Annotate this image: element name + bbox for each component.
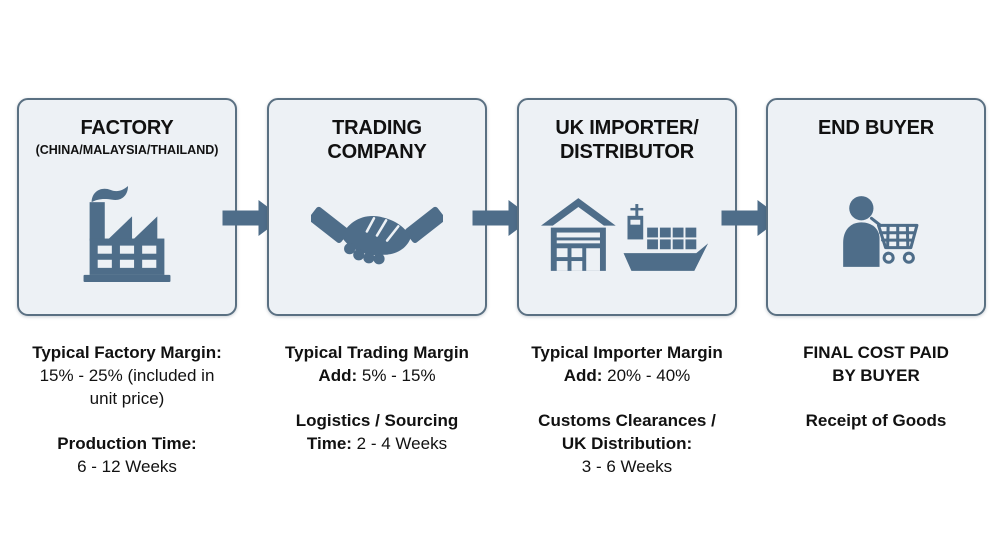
notes-end-buyer: FINAL COST PAID BY BUYER Receipt of Good… <box>756 341 996 432</box>
notes-trading-company: Typical Trading Margin Add: 5% - 15% Log… <box>257 341 497 455</box>
note-label: Typical Trading Margin Add: <box>285 343 469 385</box>
note-value: 20% - 40% <box>602 366 691 385</box>
note-receipt-of-goods: Receipt of Goods <box>756 409 996 432</box>
factory-icon <box>83 186 171 282</box>
note-label: Receipt of Goods <box>805 411 947 430</box>
stage-box-factory: FACTORY (CHINA/MALAYSIA/THAILAND) <box>17 98 237 316</box>
note-label: Typical Importer Margin Add: <box>531 343 723 385</box>
stage-title: UK IMPORTER/ DISTRIBUTOR <box>555 117 699 163</box>
note-value: 15% - 25% (included in unit price) <box>39 366 215 408</box>
note-label: Logistics / Sourcing Time: <box>295 411 459 453</box>
handshake-icon <box>311 206 443 265</box>
note-importer-margin: Typical Importer Margin Add: 20% - 40% <box>507 341 747 387</box>
warehouse-ship-icon <box>541 197 709 271</box>
stage-icon-area <box>519 178 735 314</box>
stage-box-end-buyer: END BUYER <box>766 98 986 316</box>
stage-icon-area <box>269 178 485 314</box>
note-label: FINAL COST PAID BY BUYER <box>803 343 949 385</box>
note-logistics-time: Logistics / Sourcing Time: 2 - 4 Weeks <box>257 409 497 455</box>
note-trading-margin: Typical Trading Margin Add: 5% - 15% <box>257 341 497 387</box>
note-customs-distribution: Customs Clearances / UK Distribution: 3 … <box>507 409 747 478</box>
note-factory-margin: Typical Factory Margin: 15% - 25% (inclu… <box>7 341 247 410</box>
stage-head: FACTORY (CHINA/MALAYSIA/THAILAND) <box>36 100 219 178</box>
stage-head: TRADING COMPANY <box>327 100 427 178</box>
stage-icon-area <box>19 178 235 314</box>
note-label: Production Time: <box>57 434 197 453</box>
note-label: Customs Clearances / UK Distribution: <box>538 411 716 453</box>
notes-uk-importer: Typical Importer Margin Add: 20% - 40% C… <box>507 341 747 478</box>
note-label: Typical Factory Margin: <box>32 343 222 362</box>
note-production-time: Production Time: 6 - 12 Weeks <box>7 432 247 478</box>
stage-title: TRADING COMPANY <box>327 117 427 163</box>
stage-title: FACTORY <box>80 117 174 139</box>
note-final-cost: FINAL COST PAID BY BUYER <box>756 341 996 387</box>
stage-subtitle: (CHINA/MALAYSIA/THAILAND) <box>35 143 219 157</box>
buyer-cart-icon <box>843 195 919 267</box>
stage-title: END BUYER <box>818 117 934 139</box>
stage-box-uk-importer: UK IMPORTER/ DISTRIBUTOR <box>517 98 737 316</box>
note-value: 5% - 15% <box>357 366 436 385</box>
stage-icon-area <box>768 178 984 314</box>
note-value: 2 - 4 Weeks <box>351 434 448 453</box>
note-value: 3 - 6 Weeks <box>581 457 673 476</box>
note-value: 6 - 12 Weeks <box>77 457 177 476</box>
notes-factory: Typical Factory Margin: 15% - 25% (inclu… <box>7 341 247 478</box>
stage-head: END BUYER <box>818 100 934 178</box>
stage-head: UK IMPORTER/ DISTRIBUTOR <box>555 100 698 178</box>
stage-box-trading-company: TRADING COMPANY <box>267 98 487 316</box>
